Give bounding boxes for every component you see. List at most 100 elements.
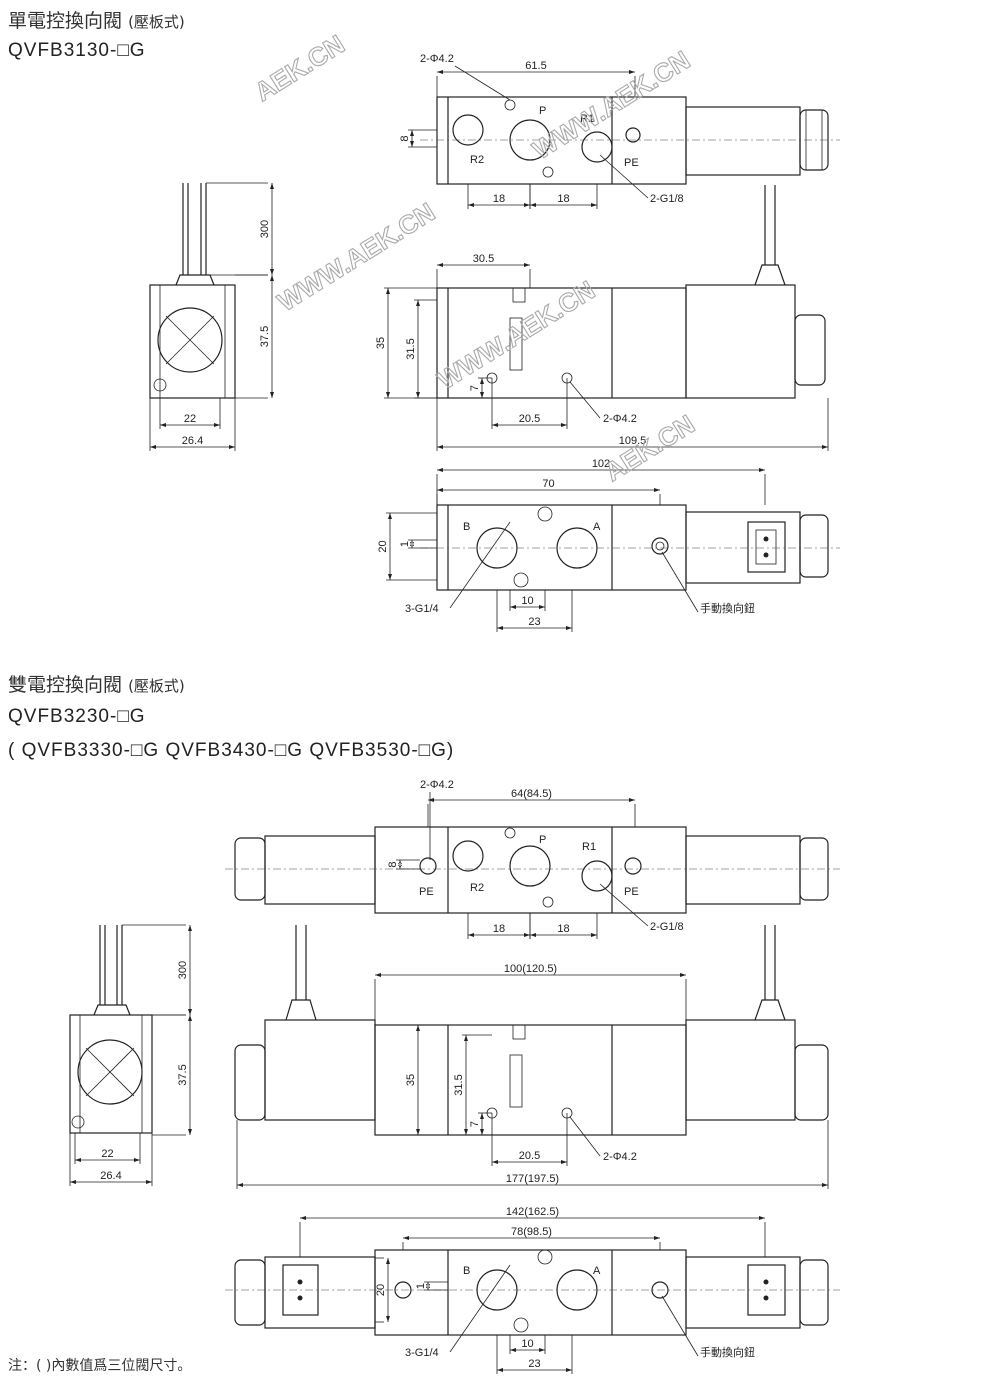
dimension-value: 300 <box>177 961 189 979</box>
dimension-value: 1 <box>399 541 411 547</box>
leader-line <box>599 883 649 927</box>
dimension-value: 20.5 <box>519 413 540 425</box>
leader-line <box>449 1264 511 1353</box>
dimension: 22 <box>74 1133 141 1164</box>
thread-label: 2-G1/8 <box>650 921 684 933</box>
double-valve-model: QVFB3230-□G <box>8 706 146 727</box>
dimension-value: 23 <box>528 1358 540 1370</box>
dimension-value: 8 <box>399 135 411 141</box>
dimension-value: 35 <box>375 337 387 349</box>
dimension: 18 <box>529 184 598 209</box>
dimension-value: 109.5 <box>619 435 647 447</box>
dimension: 22 <box>159 398 221 429</box>
dimension-value: 31.5 <box>453 1074 465 1095</box>
single-valve-model: QVFB3130-□G <box>8 40 146 61</box>
dimension-value: 64(84.5) <box>511 788 552 800</box>
dimension: 70 <box>436 478 661 505</box>
dimension-value: 61.5 <box>525 60 546 72</box>
dimension: 142(162.5) <box>299 1206 766 1257</box>
dimension: 177(197.5) <box>236 1120 829 1189</box>
dimension-value: 300 <box>259 220 271 238</box>
single-valve-title: 單電控換向閥 (壓板式) <box>8 6 185 33</box>
dimension: 35 <box>375 1024 420 1136</box>
double-side-view <box>69 925 153 1134</box>
dimension-value: 78(98.5) <box>511 1226 552 1238</box>
title-text: 雙電控換向閥 <box>8 674 123 696</box>
port-label: R1 <box>580 113 594 125</box>
dimension-value: 7 <box>469 1121 481 1127</box>
dimension-value: 26.4 <box>182 435 203 447</box>
double-bottom-view <box>225 1249 840 1336</box>
dimension: 18 <box>529 913 598 939</box>
dimension: 26.4 <box>149 398 236 451</box>
watermark: WWW.AEK.CN <box>432 275 600 395</box>
dimension: 37.5 <box>152 1014 192 1136</box>
hole-label: 2-Φ4.2 <box>603 413 637 425</box>
leader-line <box>661 1295 699 1357</box>
dimension-value: 18 <box>557 193 569 205</box>
port-label: R2 <box>470 882 484 894</box>
dimension: 18 <box>467 184 531 209</box>
dimension-value: 35 <box>405 1074 417 1086</box>
dimension: 8 <box>387 859 420 870</box>
dimension-value: 18 <box>493 193 505 205</box>
dimension: 7 <box>469 377 492 399</box>
title-text: 單電控換向閥 <box>8 10 123 32</box>
thread-label: 2-G1/8 <box>650 193 684 205</box>
port-label: R2 <box>470 154 484 166</box>
double-valve-title: 雙電控換向閥 (壓板式) <box>8 670 185 697</box>
dimension: 64(84.5) <box>427 788 636 827</box>
dimension-value: 26.4 <box>100 1170 121 1182</box>
dimension: 20 <box>377 512 437 581</box>
thread-label: 3-G1/4 <box>405 1347 439 1359</box>
dimension-value: 10 <box>521 595 533 607</box>
dimension: 78(98.5) <box>402 1226 661 1250</box>
dimension-value: 20 <box>375 1284 387 1296</box>
watermark: WWW.AEK.CN <box>527 45 695 165</box>
manual-button-label: 手動換向鈕 <box>700 601 755 615</box>
dimension-value: 18 <box>557 923 569 935</box>
dimension: 61.5 <box>436 60 636 97</box>
double-front-view <box>234 925 829 1136</box>
dimension-value: 37.5 <box>259 326 271 347</box>
single-side-view <box>149 183 236 399</box>
port-label: B <box>463 1265 470 1277</box>
leader-line <box>599 154 649 199</box>
dimension-value: 177(197.5) <box>506 1173 559 1185</box>
dimension-value: 23 <box>528 616 540 628</box>
dimension-value: 18 <box>493 923 505 935</box>
port-label: P <box>539 834 546 846</box>
dimension: 31.5 <box>405 299 437 399</box>
dimension-value: 102 <box>592 458 610 470</box>
thread-label: 3-G1/4 <box>405 603 439 615</box>
footnote: 注：( )內數值爲三位閥尺寸。 <box>8 1358 192 1374</box>
dimension-value: 22 <box>101 1148 113 1160</box>
leader-line <box>454 65 511 101</box>
dimension: 37.5 <box>235 274 274 399</box>
dimension-value: 22 <box>184 413 196 425</box>
leader-line <box>569 1116 601 1157</box>
hole-label: 2-Φ4.2 <box>420 53 454 65</box>
dimension-value: 20.5 <box>519 1150 540 1162</box>
dimension: 23 <box>496 590 573 632</box>
single-bottom-view <box>420 504 840 591</box>
double-valve-alt-models: ( QVFB3330-□G QVFB3430-□G QVFB3530-□G) <box>8 740 455 761</box>
port-label: PE <box>624 157 639 169</box>
dimension: 10 <box>509 590 546 611</box>
leader-line <box>569 381 601 419</box>
dimension: 30.5 <box>436 253 531 288</box>
dimension: 8 <box>399 129 437 148</box>
port-label: A <box>593 1265 601 1277</box>
dimension-value: 142(162.5) <box>506 1206 559 1218</box>
dimension-value: 7 <box>469 385 481 391</box>
port-label: PE <box>419 886 434 898</box>
dimension: 31.5 <box>453 1034 492 1136</box>
dimension-value: 30.5 <box>473 253 494 265</box>
dimension-value: 20 <box>377 540 389 552</box>
watermark: AEK.CN <box>249 29 349 107</box>
dimension: 26.4 <box>69 1133 153 1186</box>
leader-line <box>661 551 699 613</box>
